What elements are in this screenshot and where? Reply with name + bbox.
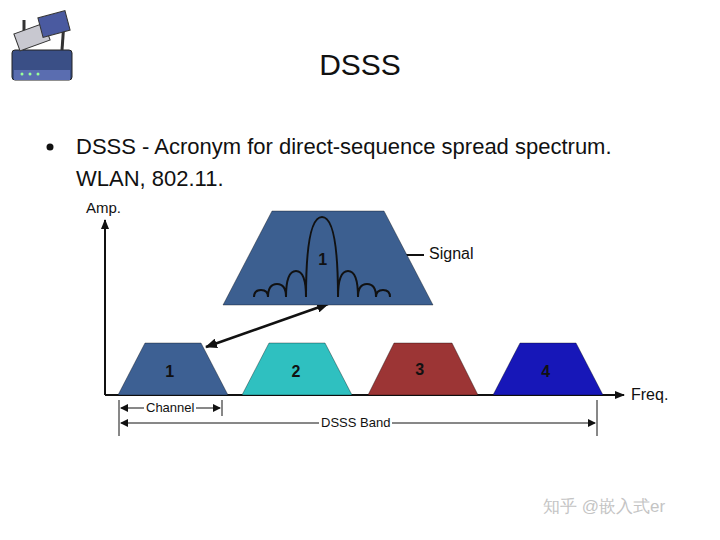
channel-trapezoid: 1	[223, 211, 433, 305]
bullet-dot	[47, 144, 54, 151]
axis-label: Channel	[144, 400, 196, 415]
channel-trapezoid: 2	[242, 343, 352, 395]
axis-label: Amp.	[86, 199, 121, 216]
channel-number: 3	[415, 361, 424, 379]
trapezoid-shape	[223, 211, 433, 305]
channel-trapezoid: 1	[118, 343, 228, 395]
bullet-text: DSSS - Acronym for direct-sequence sprea…	[76, 131, 636, 195]
channel-number: 1	[165, 363, 174, 381]
dimension-brackets	[119, 400, 597, 436]
axis-label: DSSS Band	[319, 415, 392, 430]
axis-label: Signal	[429, 245, 473, 263]
channel-trapezoid: 4	[493, 343, 603, 395]
channel-number: 2	[291, 363, 300, 381]
slide-title: DSSS	[0, 48, 720, 82]
watermark: 知乎 @嵌入式er	[543, 495, 665, 518]
axis-label: Freq.	[631, 386, 668, 404]
channel-number: 1	[318, 251, 327, 269]
amp-axis	[104, 220, 106, 395]
channel-number: 4	[541, 363, 550, 381]
router-icon	[12, 11, 72, 80]
double-arrow	[206, 304, 328, 347]
channel-trapezoid: 3	[368, 343, 478, 395]
